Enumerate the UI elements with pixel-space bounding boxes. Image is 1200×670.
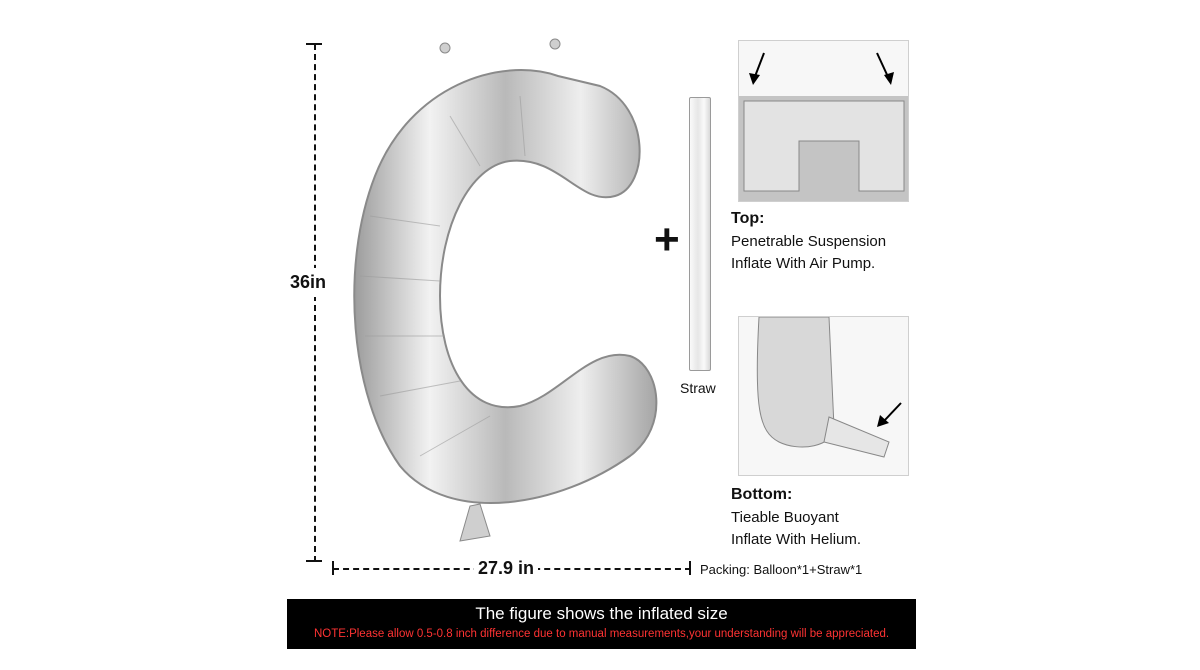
inflated-size-banner: The figure shows the inflated size NOTE:… [287,599,916,649]
straw-image [689,97,711,371]
top-detail-line-1: Penetrable Suspension [731,233,887,250]
height-label: 36in [288,268,329,297]
height-dimension-line [314,44,316,562]
height-dimension-cap-top [306,43,322,45]
width-dimension-cap-right [689,561,691,575]
packing-info: Packing: Balloon*1+Straw*1 [700,562,863,577]
top-detail-photo [738,40,909,202]
banner-main-text: The figure shows the inflated size [475,604,728,623]
arrow-icon [749,52,765,85]
top-detail-title: Top: [731,210,765,227]
arrow-icon [877,402,902,427]
letter-c-balloon-image [330,36,670,556]
plus-sign: + [654,215,680,264]
bottom-detail-photo [738,316,909,476]
width-dimension-cap-left [332,561,334,575]
arrow-icon [876,52,894,85]
bottom-detail-title: Bottom: [731,486,793,503]
height-dimension-cap-bottom [306,560,322,562]
top-detail-line-2: Inflate With Air Pump. [731,255,876,272]
bottom-detail-line-2: Inflate With Helium. [731,531,862,548]
bottom-detail-line-1: Tieable Buoyant [731,509,839,526]
straw-label: Straw [680,380,716,396]
banner-note-text: NOTE:Please allow 0.5-0.8 inch differenc… [313,628,890,640]
width-label: 27.9 in [474,558,539,579]
